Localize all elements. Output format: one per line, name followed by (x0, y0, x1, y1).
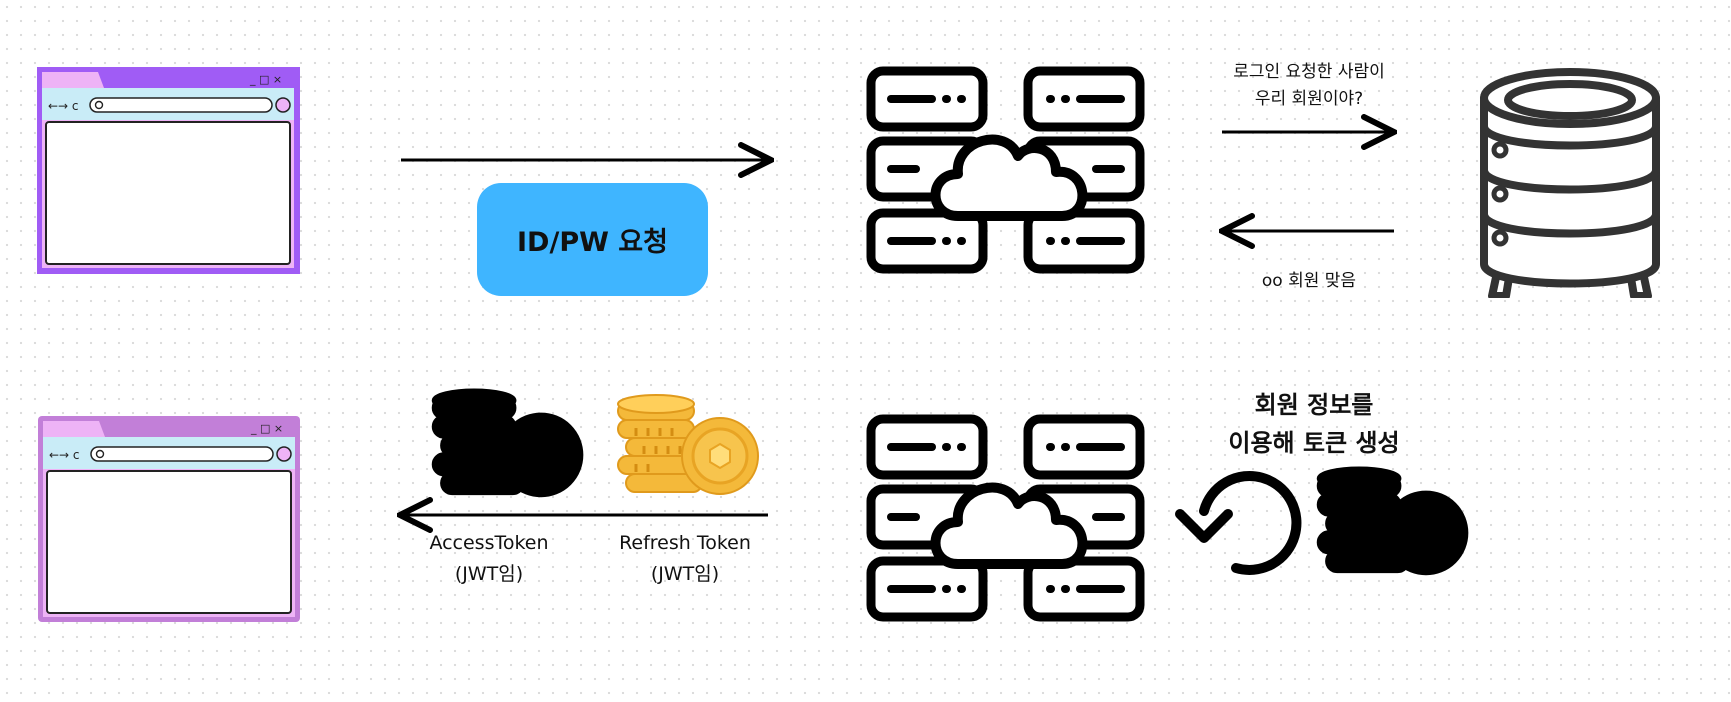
cloud-server-icon (871, 71, 1140, 269)
member-answer-label: oo 회원 맞음 (1261, 271, 1357, 291)
member-question-label: 로그인 요청한 사람이 우리 회원이야? (1199, 59, 1419, 113)
member-question-line2: 우리 회원이야? (1254, 89, 1364, 109)
cloud-server-icon (871, 419, 1140, 617)
refresh-token-label: Refresh Token (JWT임) (595, 528, 775, 590)
access-token-label: AccessToken (JWT임) (404, 528, 574, 590)
refresh-arrow-icon (1175, 470, 1302, 575)
access-token-icon (434, 391, 580, 495)
database-icon (1484, 72, 1656, 296)
browser-window-icon (37, 67, 300, 274)
member-question-line1: 로그인 요청한 사람이 (1233, 62, 1385, 82)
generate-token-line1: 회원 정보를 (1254, 391, 1374, 419)
coin-stack-icon (1319, 469, 1465, 573)
id-pw-request-button[interactable]: ID/PW 요청 (477, 183, 708, 296)
browser-window-icon (38, 416, 300, 622)
generate-token-line2: 이용해 토큰 생성 (1228, 429, 1400, 457)
access-token-note: (JWT임) (454, 563, 524, 585)
refresh-token-note: (JWT임) (650, 563, 720, 585)
generate-token-label: 회원 정보를 이용해 토큰 생성 (1189, 386, 1439, 462)
refresh-token-icon (616, 393, 760, 496)
access-token-name: AccessToken (429, 532, 549, 554)
refresh-token-name: Refresh Token (619, 532, 751, 554)
